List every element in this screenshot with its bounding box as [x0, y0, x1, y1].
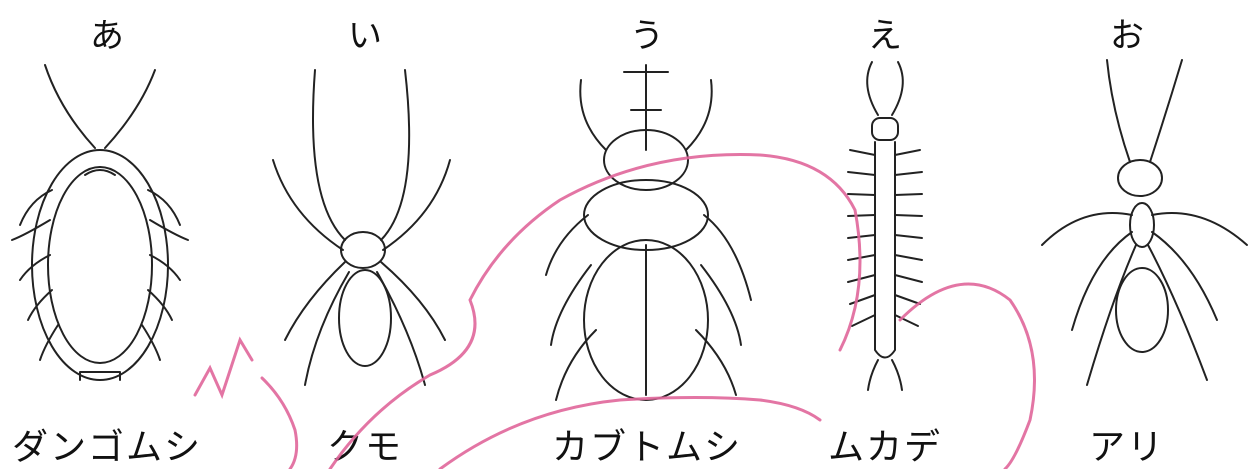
pink-pen-marks	[0, 0, 1252, 469]
